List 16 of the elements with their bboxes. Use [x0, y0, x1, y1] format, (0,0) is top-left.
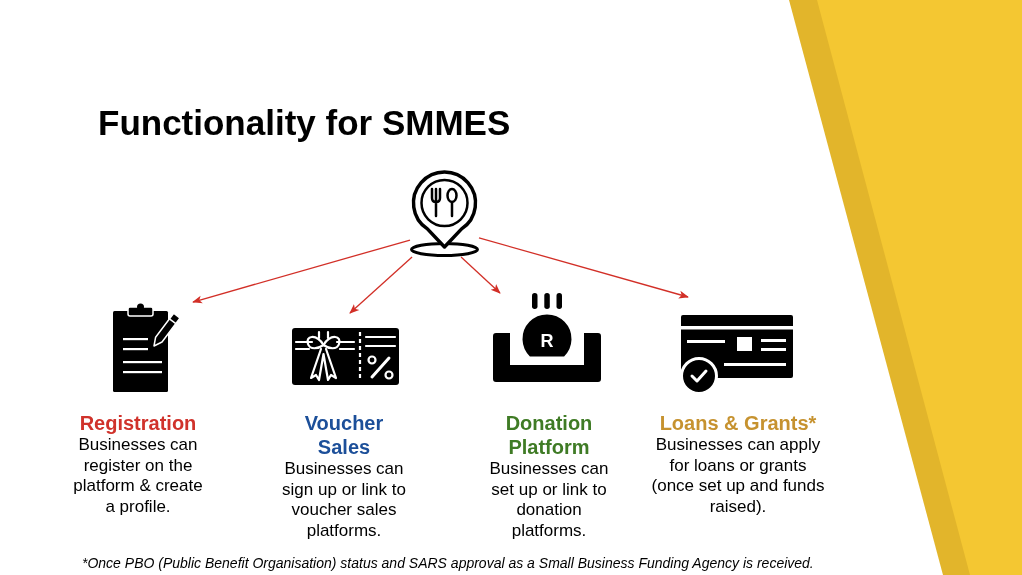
- feature-heading: Loans & Grants*: [658, 411, 818, 435]
- feature-description: Businesses can sign up or link to voucher sales platforms.: [281, 459, 407, 542]
- feature-description: Businesses can apply for loans or grants (once set up and funds raised).: [650, 435, 826, 518]
- feature-heading: Voucher Sales: [303, 411, 385, 459]
- location-pin-icon: [410, 170, 479, 257]
- arrow: [349, 256, 413, 314]
- feature-description: Businesses can set up or link to donation platforms.: [488, 459, 610, 542]
- arrow: [460, 256, 501, 294]
- feature-description: Businesses can register on the platform & create a profile.: [72, 435, 204, 518]
- currency-letter: R: [539, 330, 555, 352]
- feature-heading: Donation Platform: [504, 411, 594, 459]
- feature-heading: Registration: [78, 411, 198, 435]
- footnote-text: *Once PBO (Public Benefit Organisation) status and SARS approval as a Small Business Funding Agency is received.: [82, 554, 814, 572]
- slide-title: Functionality for SMMES: [98, 103, 511, 143]
- arrow: [192, 239, 411, 304]
- arrow: [478, 237, 689, 299]
